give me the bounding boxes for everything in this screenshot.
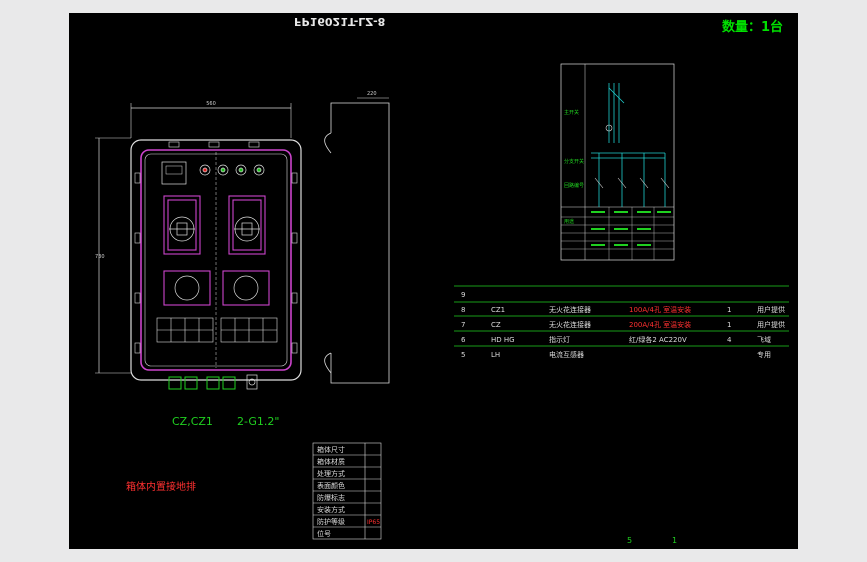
gland-label: 2-G1.2" [237, 415, 279, 428]
schematic-label-branch: 分支开关 [564, 158, 584, 165]
parts-table: 9 8 CZ1 无火花连接器 100A/4孔 室温安装 1 用户提供 7 CZ … [454, 285, 789, 359]
title-row-label: 防爆标志 [317, 493, 345, 502]
parts-row-name: 指示灯 [549, 335, 570, 344]
connector-label: CZ,CZ1 [172, 415, 213, 428]
parts-row-no: 5 [461, 351, 465, 359]
parts-row-remark: 用户提供 [757, 320, 785, 329]
parts-row-code: LH [491, 351, 500, 359]
parts-row-code: CZ [491, 321, 501, 329]
schematic-label-circuit: 回路编号 [564, 182, 584, 189]
title-row-label: 表面颜色 [317, 481, 345, 490]
title-row-label: 防护等级 [317, 517, 345, 526]
svg-text:220: 220 [367, 91, 377, 97]
parts-row-name: 无火花连接器 [549, 305, 591, 314]
parts-row-spec: 100A/4孔 室温安装 [629, 305, 691, 314]
enclosure-side-view: 220 [324, 91, 390, 384]
parts-row-code: HD HG [491, 336, 515, 344]
parts-row-name: 无火花连接器 [549, 320, 591, 329]
title-row-label: 箱体材质 [317, 457, 345, 466]
title-block: 箱体尺寸 箱体材质 处理方式 表面颜色 防爆标志 安装方式 防护等级 位号 IP… [312, 442, 382, 540]
parts-row-spec: 红/绿各2 AC220V [629, 335, 687, 344]
svg-text:730: 730 [95, 254, 105, 260]
parts-row-no: 7 [461, 321, 465, 329]
drawing-canvas: FP16021T-LZ-8 数量：1台 560 730 [69, 13, 798, 549]
parts-row-no: 9 [461, 291, 465, 299]
drawing-code-mirrored: FP16021T-LZ-8 [294, 15, 385, 28]
parts-row-remark: 专用 [757, 350, 771, 359]
parts-row-spec: 200A/4孔 室温安装 [629, 320, 691, 329]
schematic-label-main: 主开关 [564, 109, 579, 116]
schematic-diagram: 主开关 分支开关 回路编号 用途 [560, 63, 675, 261]
parts-row-no: 6 [461, 336, 466, 344]
title-row-label: 处理方式 [317, 469, 345, 478]
title-row-label: 箱体尺寸 [317, 445, 345, 454]
title-row-label: 安装方式 [317, 505, 345, 514]
quantity-label: 数量：1台 [722, 19, 783, 35]
parts-row-qty: 1 [727, 321, 731, 329]
parts-row-code: CZ1 [491, 306, 505, 314]
svg-text:560: 560 [206, 101, 216, 107]
parts-row-qty: 1 [727, 306, 731, 314]
parts-row-name: 电流互感器 [549, 350, 584, 359]
parts-row-no: 8 [461, 306, 465, 314]
enclosure-front-view: 560 730 [95, 101, 302, 390]
page-number-right: 1 [672, 536, 677, 545]
parts-row-remark: 用户提供 [757, 305, 785, 314]
grounding-note: 箱体内置接地排 [126, 480, 196, 493]
schematic-label-use: 用途 [564, 218, 574, 225]
parts-row-remark: 飞域 [757, 335, 771, 344]
page-number-left: 5 [627, 536, 632, 545]
title-row-label: 位号 [317, 529, 331, 538]
parts-row-qty: 4 [727, 336, 732, 344]
ip-rating-value: IP65 [367, 519, 380, 526]
